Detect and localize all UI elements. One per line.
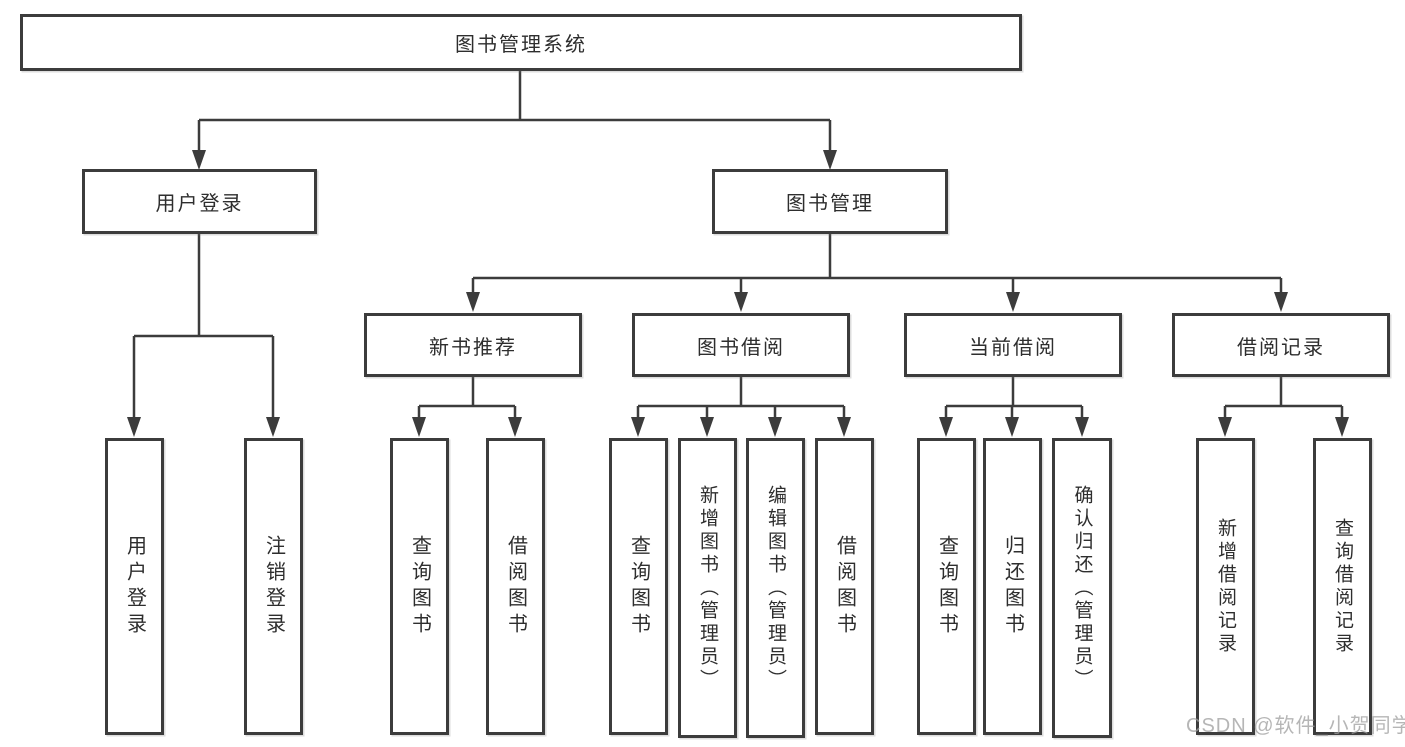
leaf-borrow-books-recommend: 借阅图书 xyxy=(486,438,545,735)
node-label: 借阅记录 xyxy=(1237,336,1325,359)
node-label: 图书管理系统 xyxy=(455,34,587,56)
node-label: 新书推荐 xyxy=(429,336,517,359)
node-user-login: 用户登录 xyxy=(82,169,317,234)
node-label: 借阅图书 xyxy=(833,534,856,639)
node-label: 借阅图书 xyxy=(504,534,527,639)
node-label: 查询借阅记录 xyxy=(1332,517,1353,656)
node-label: 当前借阅 xyxy=(969,336,1057,359)
node-label: 查询图书 xyxy=(408,534,431,639)
leaf-query-books-recommend: 查询图书 xyxy=(390,438,449,735)
node-borrowing-records: 借阅记录 xyxy=(1172,313,1390,377)
node-label: 图书借阅 xyxy=(697,336,785,359)
node-current-borrowing: 当前借阅 xyxy=(904,313,1122,377)
leaf-add-borrow-record: 新增借阅记录 xyxy=(1196,438,1255,735)
leaf-edit-books-admin: 编辑图书（管理员） xyxy=(746,438,805,738)
node-label: 用户登录 xyxy=(155,193,244,215)
node-label: 编辑图书（管理员） xyxy=(765,484,786,692)
leaf-query-books-current: 查询图书 xyxy=(917,438,976,735)
node-label: 查询图书 xyxy=(627,534,650,639)
node-label: 用户登录 xyxy=(123,534,146,639)
node-book-management: 图书管理 xyxy=(712,169,948,234)
node-label: 新增借阅记录 xyxy=(1215,517,1236,656)
node-label: 新增图书（管理员） xyxy=(697,484,718,692)
leaf-add-books-admin: 新增图书（管理员） xyxy=(678,438,737,738)
node-library-management-system: 图书管理系统 xyxy=(20,14,1022,71)
leaf-query-books-borrow: 查询图书 xyxy=(609,438,668,735)
leaf-confirm-return-admin: 确认归还（管理员） xyxy=(1052,438,1112,738)
leaf-return-books: 归还图书 xyxy=(983,438,1042,735)
node-label: 确认归还（管理员） xyxy=(1071,484,1093,692)
node-label: 图书管理 xyxy=(786,193,874,215)
leaf-logout: 注销登录 xyxy=(244,438,303,735)
leaf-query-borrow-record: 查询借阅记录 xyxy=(1313,438,1372,735)
node-label: 注销登录 xyxy=(262,534,285,639)
csdn-watermark: CSDN @软件_小贺同学 xyxy=(1186,715,1405,737)
node-label: 归还图书 xyxy=(1001,534,1024,639)
node-book-borrowing: 图书借阅 xyxy=(632,313,850,377)
leaf-user-login: 用户登录 xyxy=(105,438,164,735)
leaf-borrow-books: 借阅图书 xyxy=(815,438,874,735)
node-label: 查询图书 xyxy=(935,534,958,639)
node-new-book-recommendation: 新书推荐 xyxy=(364,313,582,377)
